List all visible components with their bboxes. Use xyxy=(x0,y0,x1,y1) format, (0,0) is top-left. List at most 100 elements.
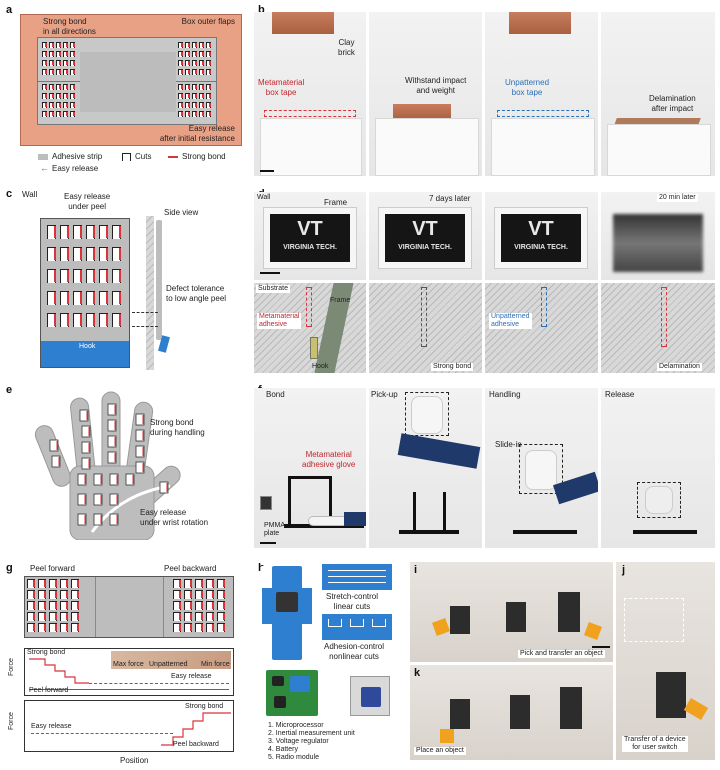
cut-mark xyxy=(49,623,57,632)
withstand-text: Withstand impact and weight xyxy=(405,76,467,95)
cut-mark xyxy=(56,42,61,48)
cut-mark xyxy=(49,93,54,99)
cut-mark xyxy=(42,51,47,57)
photo-f2: Pick-up xyxy=(369,388,482,548)
strong-bond-mark xyxy=(202,85,204,89)
strong-bond-mark xyxy=(93,270,95,282)
strong-bond-mark xyxy=(59,52,61,56)
cut-mark xyxy=(192,84,197,90)
photo-f1: Bond Metamaterial adhesive glove PMMA pl… xyxy=(254,388,366,548)
photo-k: k Place an object xyxy=(410,665,613,760)
min-later-text: 20 min later xyxy=(657,194,698,202)
delamination-text: Delamination after impact xyxy=(649,94,696,113)
photo-b1: Clay brick Metamaterial box tape xyxy=(254,12,366,176)
panel-label-e: e xyxy=(6,384,13,396)
strong-bond-mark xyxy=(201,613,203,620)
cut-mark xyxy=(185,60,190,66)
strong-bond-mark xyxy=(59,85,61,89)
strong-bond-mark xyxy=(54,248,56,260)
delamination-d-text: Delamination xyxy=(657,363,702,371)
strong-bond-d-text: Strong bond xyxy=(431,363,474,371)
cut-mark xyxy=(49,601,57,610)
max-force-text: Max force xyxy=(113,661,144,668)
cut-mark xyxy=(112,247,121,261)
glove-cut xyxy=(81,425,91,438)
cut-mark xyxy=(217,590,225,599)
cut-mark xyxy=(195,579,203,588)
strong-bond-mark xyxy=(188,61,190,65)
strong-bond-mark xyxy=(66,61,68,65)
strong-bond-mark xyxy=(195,85,197,89)
cut-mark xyxy=(173,601,181,610)
strong-bond-mark xyxy=(106,248,108,260)
cut-mark xyxy=(192,102,197,108)
strong-bond-mark xyxy=(67,314,69,326)
cut-mark xyxy=(178,111,183,117)
cut-mark xyxy=(206,623,214,632)
cut-mark xyxy=(49,102,54,108)
bond-text: Bond xyxy=(266,390,285,399)
cut-mark xyxy=(60,623,68,632)
cut-mark xyxy=(192,111,197,117)
vt-name-2: VIRGINIA TECH. xyxy=(398,244,452,251)
strong-bond-mark xyxy=(209,43,211,47)
strong-bond-handling-text: Strong bond during handling xyxy=(150,418,205,437)
defect-tolerance-text: Defect tolerance to low angle peel xyxy=(166,284,227,303)
strong-bond-mark xyxy=(45,43,47,47)
strong-bond-mark xyxy=(66,580,68,587)
strong-bond-mark xyxy=(181,103,183,107)
cut-mark xyxy=(63,111,68,117)
cut-mark xyxy=(56,111,61,117)
cut-mark xyxy=(178,69,183,75)
strong-bond-mark xyxy=(212,602,214,609)
cut-mark xyxy=(206,42,211,48)
cut-mark xyxy=(71,601,79,610)
cut-mark xyxy=(47,225,56,239)
legend-easy-release: Easy release xyxy=(52,164,99,173)
photo-d2: 7 days later VT VIRGINIA TECH. xyxy=(369,192,482,280)
strong-bond-mark xyxy=(201,602,203,609)
vt-logo-2: VT xyxy=(412,218,438,240)
cut-mark xyxy=(27,579,35,588)
cut-mark xyxy=(206,590,214,599)
pcb-board xyxy=(266,670,318,716)
cut-mark xyxy=(71,623,79,632)
strong-bond-mark xyxy=(201,624,203,631)
cut-mark xyxy=(112,269,121,283)
strong-bond-mark xyxy=(59,61,61,65)
cut-mark xyxy=(206,579,214,588)
strong-bond-mark xyxy=(73,94,75,98)
cut-mark xyxy=(73,291,82,305)
cut-mark xyxy=(56,84,61,90)
strong-bond-mark xyxy=(67,226,69,238)
wall-tape-diagram: Hook xyxy=(40,218,130,368)
strong-bond-mark xyxy=(188,112,190,116)
strong-bond-mark xyxy=(223,624,225,631)
strong-bond-mark xyxy=(33,624,35,631)
battery-module xyxy=(350,676,390,716)
strong-bond-mark xyxy=(202,94,204,98)
cut-mark xyxy=(73,313,82,327)
legend-adhesive: Adhesive strip xyxy=(52,152,103,161)
cut-mark xyxy=(199,111,204,117)
strong-bond-mark xyxy=(54,270,56,282)
glove-cut xyxy=(125,473,135,486)
photo-b3: Unpatterned box tape xyxy=(485,12,598,176)
strong-bond-mark xyxy=(44,624,46,631)
easy-release-wrist-text: Easy release under wrist rotation xyxy=(140,508,209,527)
photo-d1: Wall Frame VT VIRGINIA TECH. xyxy=(254,192,366,280)
glove-cut xyxy=(107,419,117,432)
strong-bond-mark xyxy=(106,292,108,304)
cut-mark xyxy=(27,590,35,599)
glove-cut xyxy=(107,435,117,448)
strong-bond-g2: Strong bond xyxy=(185,703,224,710)
cut-mark xyxy=(60,579,68,588)
cut-mark xyxy=(185,93,190,99)
cut-mark xyxy=(199,84,204,90)
cut-mark xyxy=(63,102,68,108)
cut-mark xyxy=(184,579,192,588)
unpatterned-adhesive-text: Unpatterned adhesive xyxy=(489,313,532,329)
wall-label-c: Wall xyxy=(22,190,38,199)
strong-bond-mark xyxy=(55,613,57,620)
cut-mark xyxy=(38,590,46,599)
